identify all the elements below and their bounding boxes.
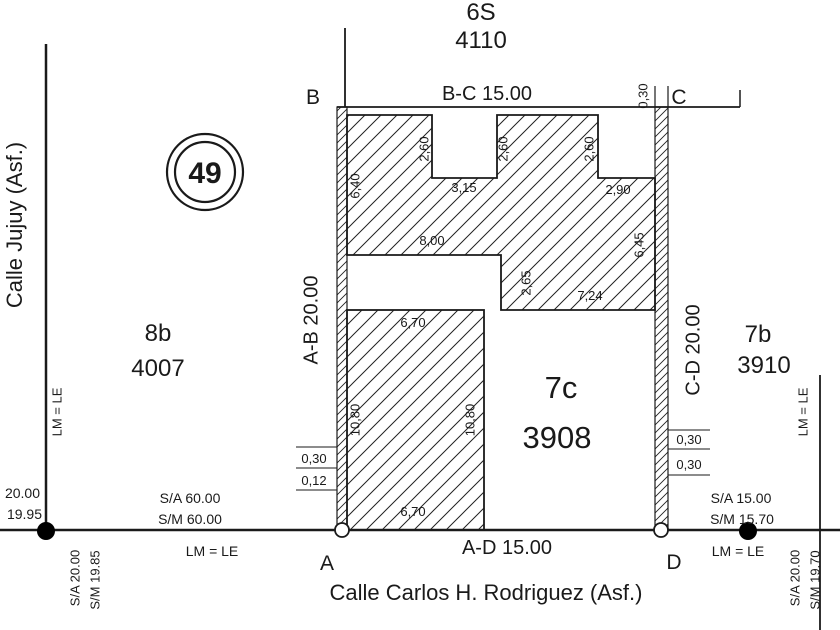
block-badge-inner-circle — [173, 140, 237, 204]
street-name-left: Calle Jujuy (Asf.) — [2, 142, 27, 308]
corner-b-label: B — [306, 86, 320, 109]
survey-lm-le-right: LM = LE — [795, 387, 810, 436]
monument-dot-right — [739, 522, 757, 540]
survey-lm-le-bottom-left: LM = LE — [186, 543, 239, 559]
dim-notch1-width: 3,15 — [451, 180, 476, 195]
survey-left-frontage-sa: S/A 60.00 — [160, 490, 221, 506]
corner-a-label: A — [320, 552, 334, 575]
parcel-right-number: 3910 — [737, 352, 790, 379]
block-badge-outer-circle — [165, 132, 245, 212]
top-building-footprint — [346, 114, 656, 311]
survey-left-frontage-sm: S/M 60.00 — [158, 511, 222, 527]
dim-notch2-left: 2,60 — [581, 136, 596, 161]
dim-top-right-height: 6,45 — [631, 232, 646, 257]
right-offset-ticks — [668, 429, 710, 476]
left-wall — [336, 106, 348, 531]
survey-lm-le-bottom-right: LM = LE — [712, 543, 765, 559]
dim-top-left-height: 6,40 — [347, 173, 362, 198]
bottom-building-footprint — [346, 309, 485, 531]
corner-d-marker — [653, 522, 669, 538]
survey-bottom-left-sm: S/M 19.85 — [87, 550, 102, 609]
parcel-top-number: 4110 — [455, 27, 507, 54]
right-wall-top-ticks — [654, 86, 669, 107]
parcel-right-id: 7b — [745, 321, 772, 348]
survey-right-frontage-sa: S/A 15.00 — [711, 490, 772, 506]
dim-wall-left-upper: 0,30 — [301, 451, 326, 466]
dim-wall-right-lower: 0,30 — [676, 457, 701, 472]
block-badge-number: 49 — [188, 157, 221, 190]
dim-notch1-left: 2,60 — [416, 136, 431, 161]
dim-bottom-bottom-width: 6,70 — [400, 504, 425, 519]
survey-bottom-left-sa: S/A 20.00 — [67, 550, 82, 606]
parcel-left-number: 4007 — [131, 355, 184, 382]
corner-a-marker — [334, 522, 350, 538]
survey-right-frontage-sm: S/M 15.70 — [710, 511, 774, 527]
dim-notch1-right: 2,60 — [495, 136, 510, 161]
monument-dot-left — [37, 522, 55, 540]
dim-bottom-right-height: 10,80 — [462, 404, 477, 437]
survey-edge-left-value2: 19.95 — [7, 506, 42, 522]
boundary-bc-label: B-C 15.00 — [442, 83, 532, 105]
survey-bottom-right-sa: S/A 20.00 — [787, 550, 802, 606]
dim-step-height: 2,65 — [518, 270, 533, 295]
dim-wall-right-upper: 0,30 — [676, 432, 701, 447]
dim-bottom-top-width: 6,70 — [400, 315, 425, 330]
boundary-cd-label: C-D 20.00 — [682, 304, 704, 395]
parcel-main-number: 3908 — [523, 420, 592, 455]
street-name-bottom: Calle Carlos H. Rodriguez (Asf.) — [330, 580, 643, 605]
parcel-top-id: 6S — [466, 0, 495, 26]
survey-bottom-right-sm: S/M 19.70 — [807, 550, 822, 609]
right-wall — [654, 106, 669, 531]
boundary-ad-label: A-D 15.00 — [462, 537, 552, 559]
dim-top-bottom-width: 8,00 — [419, 233, 444, 248]
boundary-ab-label: A-B 20.00 — [300, 276, 322, 365]
dim-wall-top-right: 0,30 — [635, 83, 650, 108]
parcel-main-id: 7c — [545, 370, 578, 405]
corner-d-label: D — [666, 551, 681, 574]
survey-edge-left-value1: 20.00 — [5, 485, 40, 501]
survey-lm-le-street-left: LM = LE — [49, 387, 64, 436]
dim-notch2-width: 2,90 — [605, 182, 630, 197]
left-offset-ticks — [296, 446, 337, 491]
dim-step-width: 7,24 — [577, 288, 602, 303]
corner-c-label: C — [671, 86, 686, 109]
dim-bottom-left-height: 10,80 — [347, 404, 362, 437]
dim-wall-left-lower: 0,12 — [301, 473, 326, 488]
parcel-left-id: 8b — [145, 320, 172, 347]
